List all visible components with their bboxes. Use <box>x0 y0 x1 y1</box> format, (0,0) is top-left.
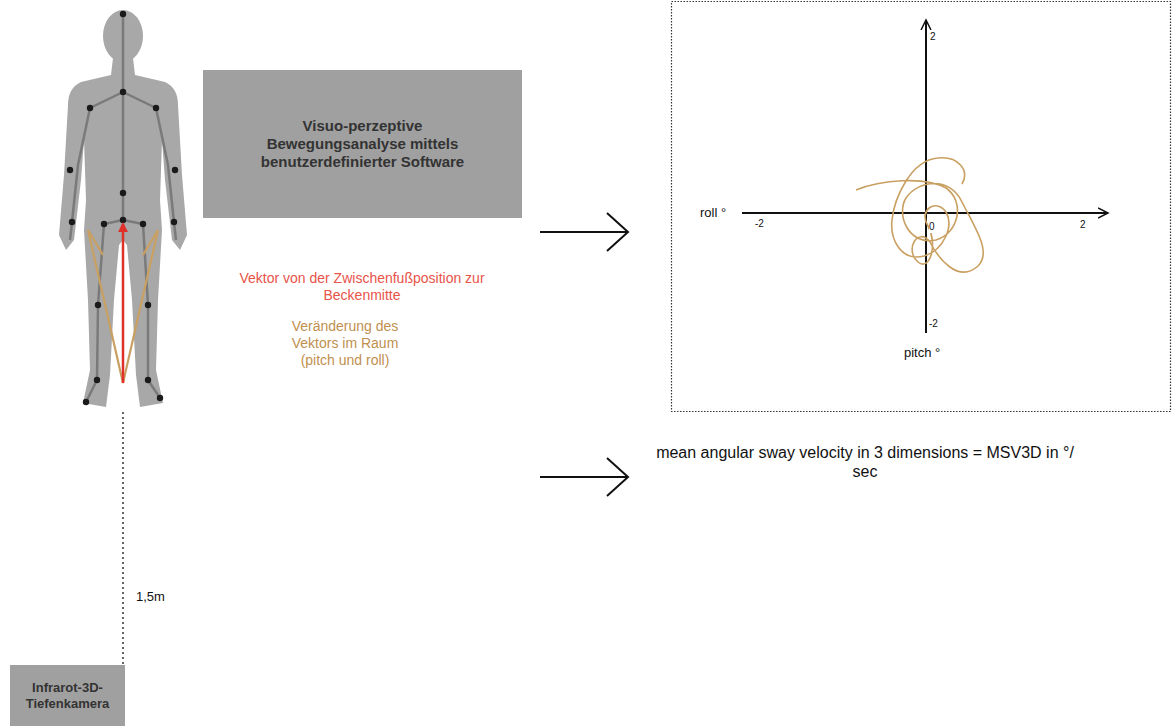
box-text: Visuo-perzeptive Bewegungsanalyse mittel… <box>240 117 485 171</box>
tick-label: 2 <box>1080 219 1086 231</box>
axis-name: pitch ° <box>904 345 940 361</box>
plot-frame <box>672 2 1171 412</box>
axis-name: roll ° <box>700 205 726 221</box>
distance-label: 1,5m <box>136 589 165 605</box>
box-text: Infrarot-3D- Tiefenkamera <box>15 680 120 711</box>
vector-change-caption: Veränderung des Vektors im Raum (pitch u… <box>274 318 416 368</box>
tick-label: -2 <box>929 318 938 330</box>
pelvis-vector <box>122 224 125 383</box>
skeleton-joints <box>67 11 178 405</box>
result-text: mean angular sway velocity in 3 dimensio… <box>655 443 1075 481</box>
flow-arrow <box>540 213 628 496</box>
skeleton <box>70 14 176 402</box>
process-box: Visuo-perzeptive Bewegungsanalyse mittel… <box>203 70 522 218</box>
sway-trace <box>856 158 983 272</box>
tick-label: 0 <box>929 221 935 233</box>
human-silhouette <box>59 10 187 407</box>
tick-label: -2 <box>755 218 764 230</box>
vector-caption: Vektor von der Zwischenfußposition zur B… <box>232 270 492 304</box>
pitch-axis <box>925 20 927 333</box>
tick-label: 2 <box>930 31 936 43</box>
distance-line <box>122 412 124 664</box>
process-box: Infrarot-3D- Tiefenkamera <box>10 665 125 726</box>
